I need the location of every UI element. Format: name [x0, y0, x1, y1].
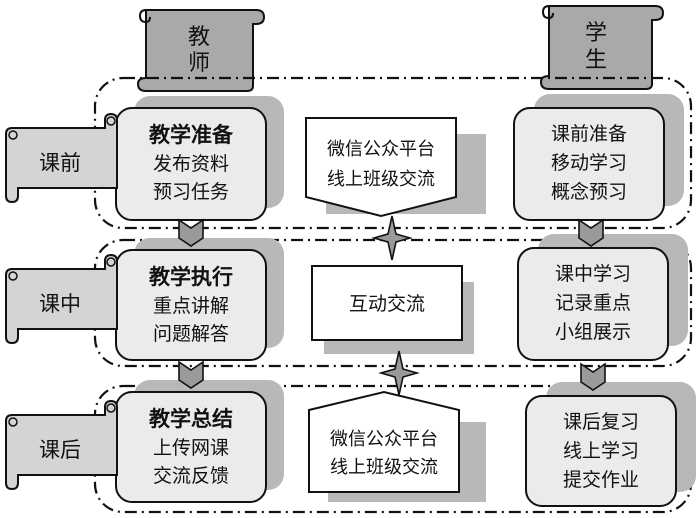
phase-label-scroll — [5, 112, 118, 204]
student-activity-box — [517, 247, 669, 361]
center-channel-box — [305, 117, 457, 218]
phase-label: 课中 — [39, 292, 81, 316]
student-activity-item: 课中学习 — [555, 263, 631, 285]
student-activity-item: 课后复习 — [563, 411, 639, 433]
teacher-activity-item: 重点讲解 — [153, 295, 229, 317]
scroll-curl-icon — [8, 271, 18, 281]
teacher-activity-title: 教学执行 — [149, 265, 233, 289]
student-activity-item: 小组展示 — [555, 321, 631, 343]
phase-label: 课后 — [39, 438, 81, 462]
student-activity-box — [513, 107, 665, 221]
student-activity-box — [525, 395, 677, 507]
student-flow-arrow-icon — [580, 362, 606, 391]
teacher-activity-item: 交流反馈 — [153, 465, 229, 487]
teacher-activity-item: 预习任务 — [153, 181, 229, 203]
teacher-header-char-2: 师 — [188, 51, 210, 76]
phase-label-scroll — [5, 399, 118, 491]
teacher-activity-item: 问题解答 — [153, 323, 229, 345]
connector-star-icon — [371, 215, 413, 261]
student-flow-arrow-icon — [578, 218, 604, 247]
teacher-activity-title: 教学总结 — [149, 407, 233, 431]
scroll-curl-icon — [8, 417, 18, 427]
student-activity-item: 课前准备 — [551, 123, 627, 145]
teacher-flow-arrow-icon — [178, 218, 204, 247]
teacher-flow-arrow-icon — [178, 360, 204, 389]
student-activity-item: 概念预习 — [551, 180, 627, 203]
center-channel-box — [308, 390, 460, 493]
scroll-curl-icon — [106, 257, 116, 267]
student-column-header: 学 生 — [539, 5, 665, 90]
center-channel-box — [311, 265, 463, 341]
connector-star-icon — [378, 350, 420, 396]
phase-label-scroll — [5, 253, 118, 345]
center-channel-text: 微信公众平台 — [330, 429, 438, 450]
teacher-activity-item: 发布资料 — [153, 153, 229, 175]
teacher-column-header: 教 师 — [136, 9, 266, 92]
student-activity-item: 移动学习 — [551, 152, 627, 174]
phase-label: 课前 — [39, 151, 81, 175]
teacher-activity-item: 上传网课 — [153, 437, 229, 459]
teacher-header-char-1: 教 — [188, 25, 210, 50]
student-header-char-2: 生 — [585, 48, 607, 73]
scroll-curl-icon — [138, 9, 151, 24]
scroll-curl-icon — [541, 5, 554, 20]
scroll-curl-icon — [106, 116, 116, 126]
teacher-activity-title: 教学准备 — [149, 123, 234, 147]
center-channel-text: 线上班级交流 — [327, 169, 435, 190]
student-header-char-1: 学 — [585, 21, 607, 46]
center-channel-text: 微信公众平台 — [327, 139, 435, 160]
center-channel-text: 线上班级交流 — [330, 457, 438, 478]
student-activity-item: 提交作业 — [563, 469, 639, 491]
center-channel-text: 互动交流 — [349, 293, 425, 315]
student-activity-item: 记录重点 — [555, 292, 631, 314]
scroll-curl-icon — [106, 403, 116, 413]
scroll-curl-icon — [8, 130, 18, 140]
student-activity-item: 线上学习 — [563, 440, 639, 462]
